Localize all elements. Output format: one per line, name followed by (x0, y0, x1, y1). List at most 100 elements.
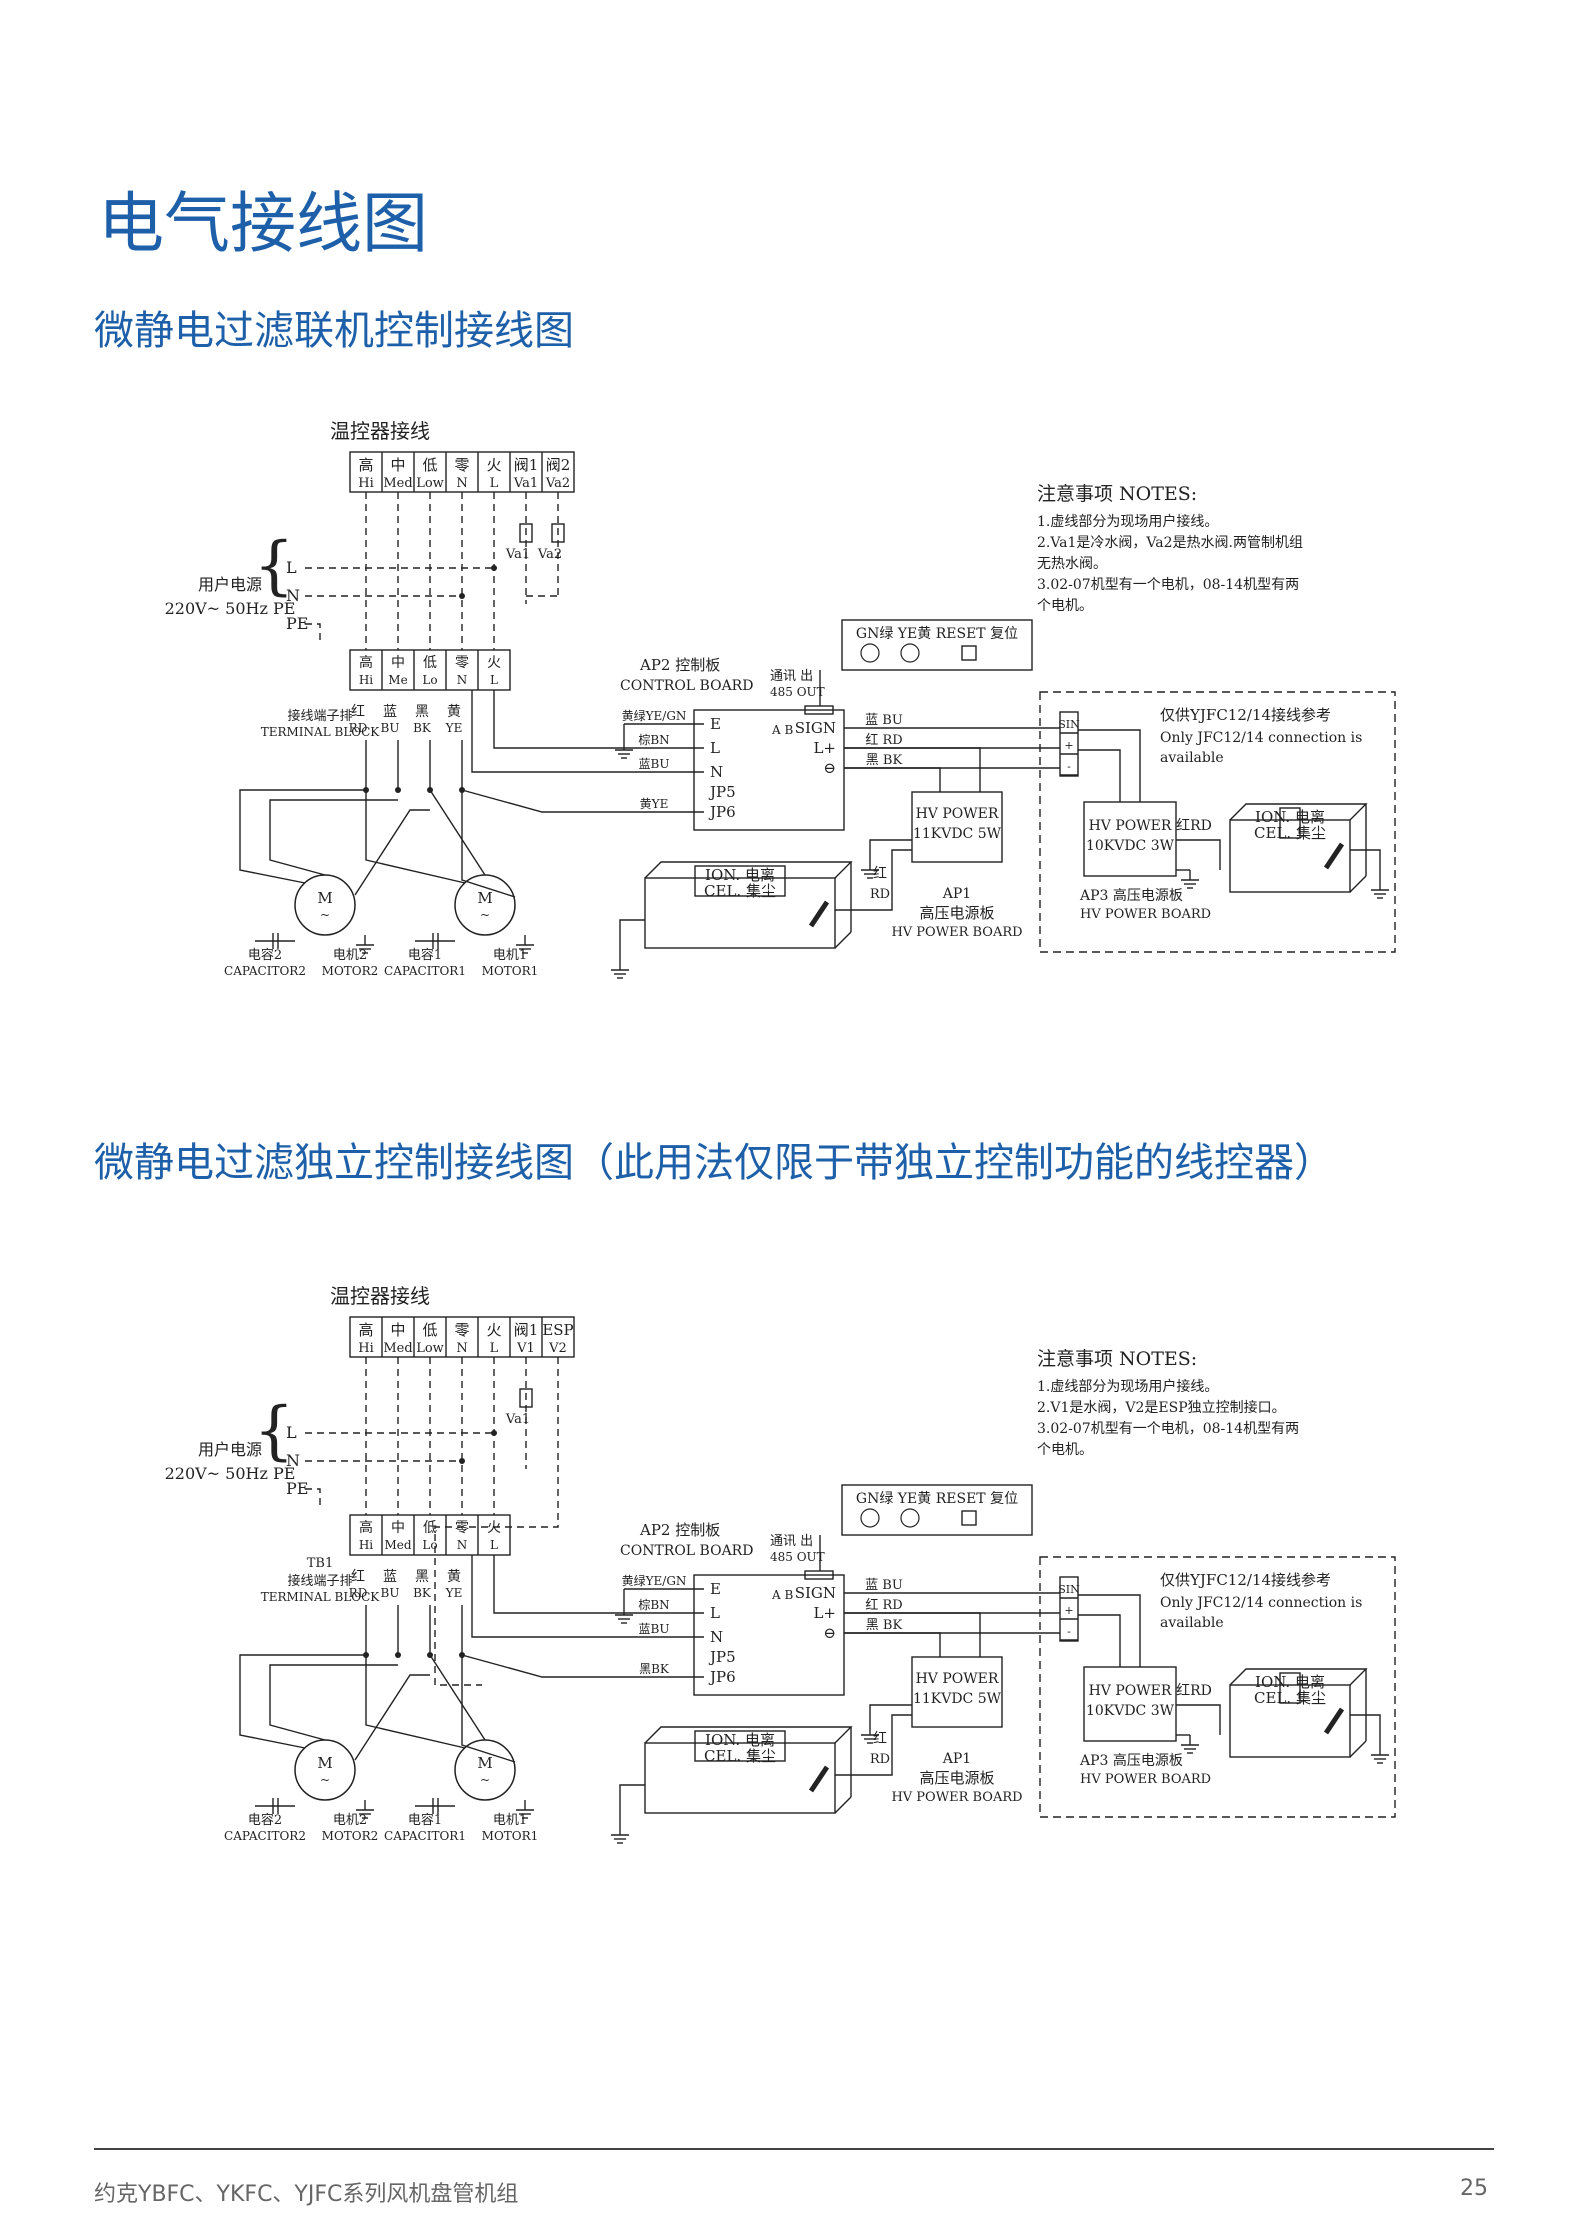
optional-section (1039, 691, 1396, 953)
hv3-feed-wire (1078, 1594, 1141, 1667)
jumper-wire (461, 789, 624, 813)
control-board-title-cn: AP2 控制板 (639, 1521, 720, 1539)
board-wire-label: 黑BK (639, 1662, 670, 1676)
comm-label-en: 485 OUT (770, 1550, 825, 1564)
terminal-cell-cn: 火 (487, 655, 501, 671)
board-out-wire-label: 黑 BK (866, 1618, 903, 1633)
hv3-feed-wire (1078, 749, 1121, 802)
cel-label: CEL. 集尘 (1254, 824, 1326, 842)
comm-label-cn: 通讯 出 (770, 1534, 813, 1549)
thermostat-cell-en: V2 (548, 1341, 567, 1356)
board-terminal-l: L (710, 1604, 720, 1622)
capacitor-label-cn: 电容2 (248, 947, 282, 963)
terminal-cell-en: Med (384, 1538, 411, 1552)
motor-symbol: M (477, 1754, 492, 1772)
motor-label-cn: 电机2 (333, 1813, 367, 1828)
terminal-cell-en: Me (388, 673, 407, 687)
terminal-name-cn: 接线端子排 (287, 1573, 352, 1589)
supply-line-pe (305, 1488, 321, 1505)
power-spec: 220V~ 50Hz PE (165, 1464, 296, 1483)
note-item: 个电机。 (1037, 1442, 1093, 1458)
ion-collector-3 (1229, 1684, 1351, 1758)
ion-collector-1 (644, 1742, 836, 1814)
power-spec: 220V~ 50Hz PE (165, 599, 296, 618)
board-out-terminal: SIGN (795, 719, 836, 737)
thermostat-cell-en: N (456, 476, 467, 491)
motor-label-cn: 电机1 (493, 948, 527, 963)
hv-feed-wire (844, 747, 981, 792)
ion1-wire-en: RD (870, 887, 890, 902)
hv3-line2: 10KVDC 3W (1086, 1703, 1175, 1719)
comm-label-cn: 通讯 出 (770, 669, 813, 684)
electrode-icon (1323, 1707, 1345, 1735)
board-wire-label: 黄绿YE/GN (622, 1573, 687, 1588)
valve-icon (551, 523, 565, 543)
comm-label-en: 485 OUT (770, 685, 825, 699)
hv-feed-wire (844, 1612, 981, 1657)
thermostat-cell-cn: 高 (358, 456, 373, 474)
board-wire-label: 蓝BU (639, 1622, 670, 1636)
motor-wire (269, 1664, 398, 1741)
optional-terminal-label: SIN (1058, 718, 1080, 731)
capacitor-label-cn: 电容2 (248, 1812, 282, 1828)
power-title: 用户电源 (198, 575, 262, 594)
hv-feed-wire (844, 767, 941, 792)
electrode-icon (808, 1765, 830, 1793)
terminal-name-en: TERMINAL BLOCK (261, 1590, 381, 1604)
thermostat-cell-en: Hi (358, 1341, 374, 1356)
motor-wire (354, 809, 430, 896)
comm-port (804, 1570, 834, 1580)
hv-output-wire (835, 849, 912, 911)
optional-title-cn: 仅供YJFC12/14接线参考 (1160, 706, 1331, 724)
note-item: 3.02-07机型有一个电机，08-14机型有两 (1037, 1421, 1299, 1437)
terminal-cell-cn: 零 (455, 1520, 469, 1536)
motor-wire (354, 1674, 430, 1761)
cel-label: CEL. 集尘 (704, 1747, 776, 1765)
electrode-icon (1323, 842, 1345, 870)
live-wire (493, 1555, 624, 1614)
terminal-name-en: TERMINAL BLOCK (261, 725, 381, 739)
terminal-cell-cn: 低 (423, 1520, 437, 1536)
terminal-cell-cn: 高 (359, 1519, 373, 1536)
cel-label: CEL. 集尘 (1254, 1689, 1326, 1707)
ion-collector-3 (1279, 807, 1301, 839)
electrode-icon (808, 900, 830, 928)
ion-ground-wire (619, 919, 645, 960)
junction-dot (459, 1458, 465, 1464)
thermostat-cell-cn: ESP (542, 1321, 573, 1339)
thermostat-cell-cn: 阀1 (514, 1321, 539, 1339)
ion3-ground-wire (1350, 1714, 1381, 1745)
junction-dot (395, 787, 401, 793)
neutral-wire (471, 1555, 624, 1638)
note-item: 2.V1是水阀，V2是ESP独立控制接口。 (1037, 1399, 1286, 1416)
motor-wire (269, 799, 398, 876)
terminal-block (349, 1514, 511, 1556)
motor-wire (239, 1654, 366, 1749)
hv-power-board-3 (1083, 801, 1177, 877)
motor-label-cn: 电机1 (493, 1813, 527, 1828)
wire-color-cn: 蓝 (383, 704, 397, 720)
wire-color-en: RD (349, 721, 368, 735)
power-line-L: L (286, 1423, 297, 1442)
indicator-panel (841, 619, 1033, 671)
thermostat-cell-en: L (490, 1341, 499, 1356)
board-out-terminal: ⊖ (823, 1624, 836, 1642)
motor-wire (429, 789, 486, 876)
motor-symbol: ~ (480, 1773, 490, 1787)
ion-collector-3 (1229, 1668, 1368, 1686)
wire-color-en: BU (381, 1586, 400, 1600)
ion-ground-wire (619, 1784, 645, 1825)
thermostat-cell-cn: 火 (486, 456, 501, 474)
thermostat-title: 温控器接线 (330, 1284, 430, 1308)
thermostat-cell-cn: 阀2 (546, 456, 571, 474)
ion1-wire-cn: 红 (873, 1731, 887, 1747)
ion-label: ION. 电离 (705, 866, 775, 884)
green-indicator-icon (860, 1508, 880, 1528)
thermostat-cell-cn: 高 (358, 1321, 373, 1339)
thermostat-cell-cn: 阀1 (514, 456, 539, 474)
hv1-line2: 11KVDC 5W (913, 1691, 1002, 1707)
motor-symbol: ~ (480, 908, 490, 922)
wiring-diagram-svg: 温控器接线高Hi中Med低Low零N火L阀1Va1阀2Va2用户电源220V~ … (165, 419, 1396, 979)
hv1-name-cn: 高压电源板 (919, 1769, 994, 1787)
